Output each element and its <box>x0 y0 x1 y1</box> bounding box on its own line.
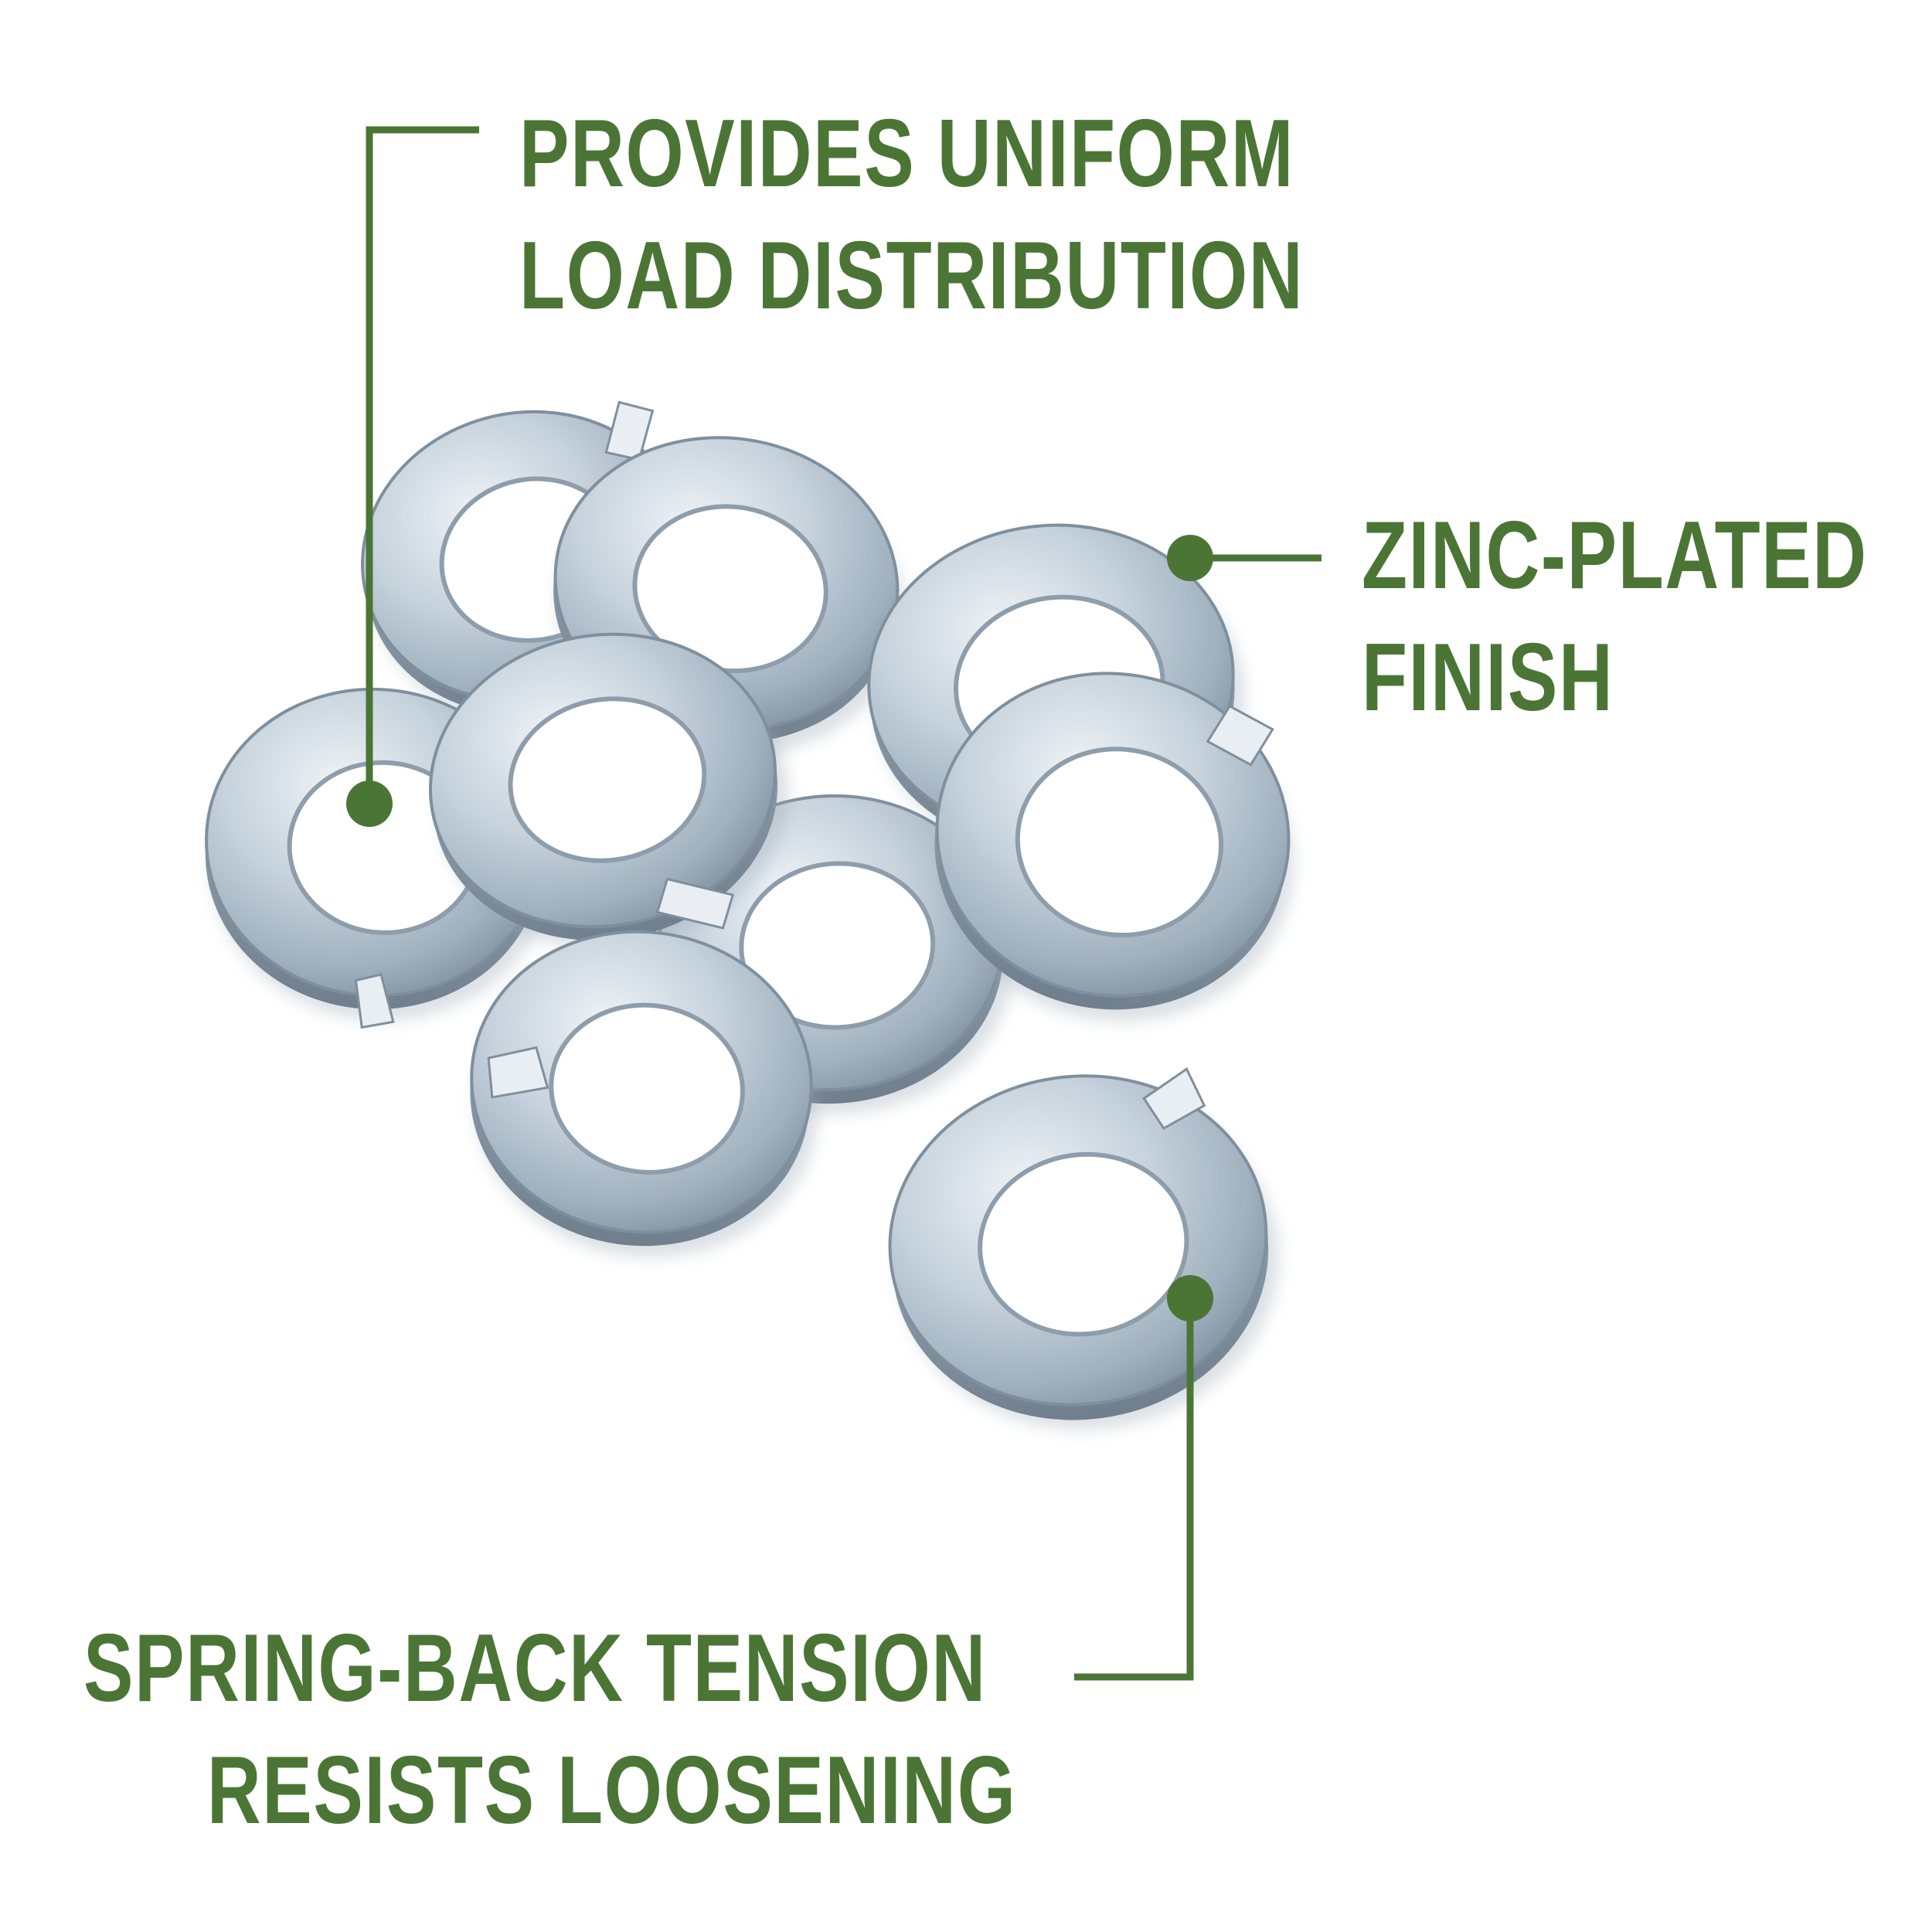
callout-zinc-line1: ZINC-PLATED <box>1362 502 1868 609</box>
callout-spring-back: SPRING-BACK TENSION RESISTS LOOSENING <box>83 1607 1017 1852</box>
leader-line-uniform <box>366 126 479 804</box>
callout-uniform-line1: PROVIDES UNIFORM <box>519 100 1294 207</box>
washer <box>470 930 818 1258</box>
callout-uniform-load: PROVIDES UNIFORM LOAD DISTRIBUTION <box>519 93 1304 337</box>
washer <box>429 632 789 950</box>
leader-line-spring <box>1074 1298 1194 1681</box>
washer <box>934 672 1294 1022</box>
washer <box>888 1067 1279 1430</box>
callout-spring-line2: RESISTS LOOSENING <box>206 1737 1017 1844</box>
callout-zinc-plated: ZINC-PLATED FINISH <box>1362 495 1868 739</box>
callout-zinc-line2: FINISH <box>1362 624 1614 731</box>
callout-spring-line1: SPRING-BACK TENSION <box>83 1615 987 1722</box>
leader-dot-uniform <box>346 781 393 827</box>
callout-uniform-line2: LOAD DISTRIBUTION <box>519 223 1304 329</box>
leader-dot-zinc <box>1167 535 1213 581</box>
leader-dot-spring <box>1167 1275 1213 1321</box>
